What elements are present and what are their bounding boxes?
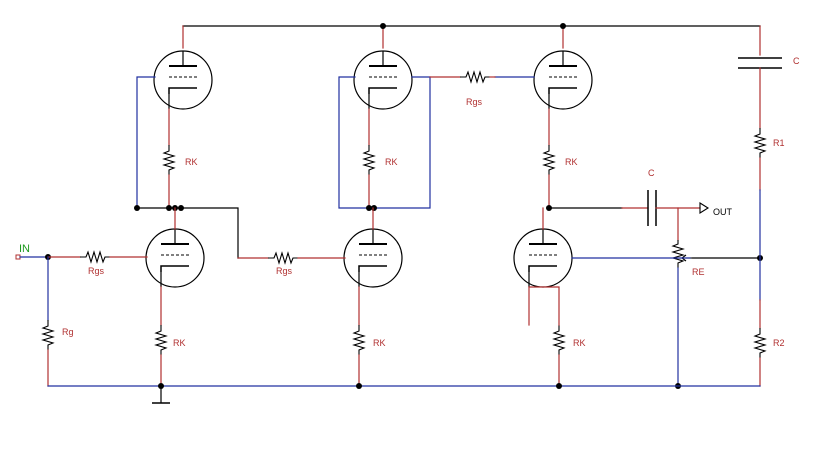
r1-resistor [754, 127, 766, 159]
ground-symbol [152, 386, 170, 404]
top-capacitor [738, 57, 782, 69]
rgs-label: Rgs [466, 97, 483, 107]
re-label: RE [692, 267, 705, 277]
top-tube-1 [153, 50, 213, 110]
junction-dot [560, 23, 566, 29]
rk-label: RK [185, 157, 198, 167]
top-tube-2 [353, 50, 413, 110]
rk-label: RK [385, 157, 398, 167]
re-potentiometer [671, 240, 693, 268]
top-tube-3 [533, 50, 593, 110]
rg-label: Rg [62, 327, 74, 337]
bottom-tube-3 [513, 228, 573, 288]
grid-wire [338, 76, 369, 209]
bottom-tube-2 [343, 228, 403, 288]
rk-label: RK [173, 338, 186, 348]
rk-label: RK [565, 157, 578, 167]
rk-resistor [543, 144, 555, 176]
rg-resistor [42, 319, 54, 351]
rk-resistor [163, 144, 175, 176]
output-arrow [699, 202, 710, 214]
r2-resistor [754, 327, 766, 359]
capacitor-label: C [793, 56, 800, 66]
r2-label: R2 [773, 338, 785, 348]
rgs-resistor [267, 252, 299, 264]
rk-resistor [553, 324, 565, 356]
rk-label: RK [573, 338, 586, 348]
capacitor-label: C [648, 168, 655, 178]
rk-resistor [363, 144, 375, 176]
grid-wire [373, 76, 431, 209]
rk-label: RK [373, 338, 386, 348]
input-label: IN [19, 243, 30, 255]
output-capacitor [647, 190, 657, 226]
grid-wire [136, 76, 156, 209]
rgs-resistor [459, 71, 491, 83]
output-label: OUT [713, 207, 733, 217]
junction-dot [380, 23, 386, 29]
bottom-tube-1 [145, 228, 205, 288]
rk-resistor [353, 324, 365, 356]
rgs-label: Rgs [88, 266, 105, 276]
rgs-label: Rgs [276, 266, 293, 276]
r1-label: R1 [773, 138, 785, 148]
rk-resistor [155, 324, 167, 356]
rgs-resistor [79, 251, 111, 263]
